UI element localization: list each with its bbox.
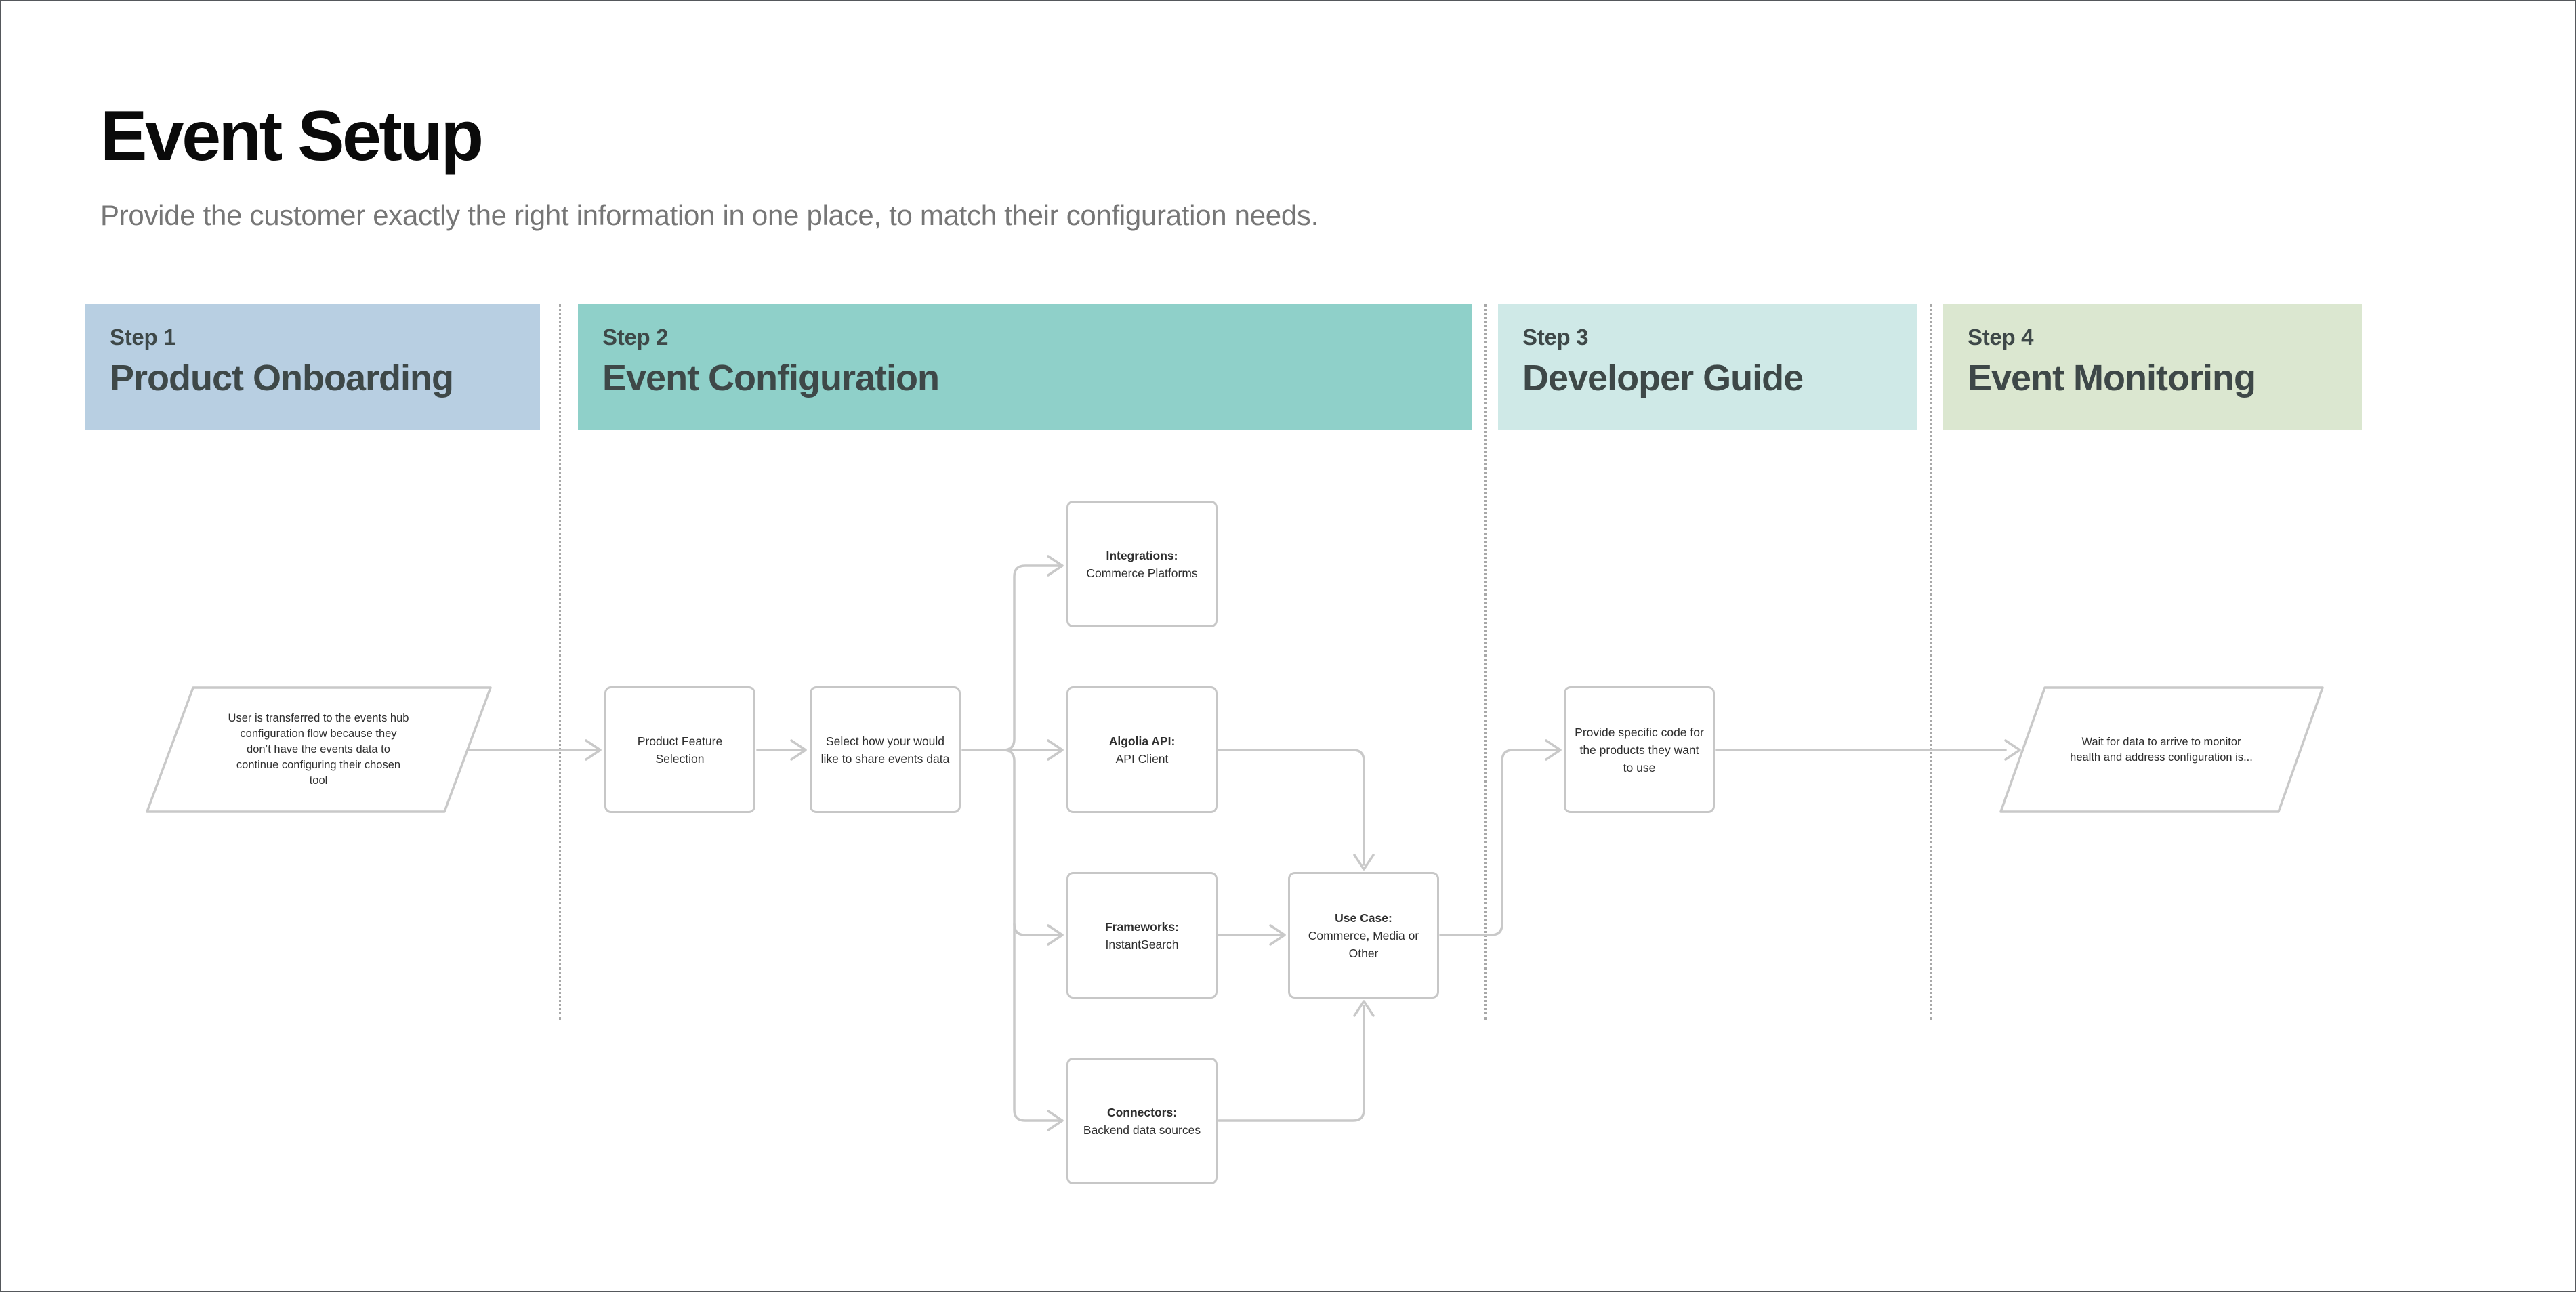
arrowhead-icon — [790, 739, 807, 761]
node-product-feature-selection[interactable]: Product Feature Selection — [604, 686, 755, 813]
start-parallelogram-shape[interactable] — [146, 686, 492, 813]
node-select-how-share-events[interactable]: Select how your would like to share even… — [810, 686, 961, 813]
node-text: Select how your would like to share even… — [820, 734, 950, 766]
connector-line — [1002, 749, 1061, 1122]
step2-title: Event Configuration — [602, 358, 940, 398]
arrowhead-icon — [1047, 739, 1064, 761]
arrowhead-icon — [1353, 854, 1375, 871]
divider-step3-step4 — [1930, 304, 1932, 1020]
connector-line — [1218, 749, 1365, 866]
node-sublabel: InstantSearch — [1105, 937, 1179, 951]
node-label: Algolia API: — [1108, 734, 1176, 748]
node-sublabel: Commerce, Media or Other — [1308, 928, 1419, 960]
connector-line — [1218, 1005, 1365, 1122]
node-label: Use Case: — [1335, 911, 1392, 925]
connector-line — [1002, 564, 1061, 751]
node-use-case[interactable]: Use Case: Commerce, Media or Other — [1288, 872, 1439, 999]
arrowhead-icon — [1047, 924, 1064, 946]
node-label: Frameworks: — [1105, 919, 1179, 934]
step2-header[interactable]: Step 2 Event Configuration — [578, 304, 1472, 430]
node-sublabel: API Client — [1115, 751, 1169, 766]
arrowhead-icon — [1047, 555, 1064, 577]
arrowhead-icon — [1269, 924, 1286, 946]
monitor-parallelogram-shape[interactable] — [1999, 686, 2324, 813]
node-provide-specific-code[interactable]: Provide specific code for the products t… — [1564, 686, 1715, 813]
node-connectors[interactable]: Connectors: Backend data sources — [1066, 1058, 1218, 1184]
node-label: Connectors: — [1106, 1105, 1178, 1119]
arrowhead-icon — [1047, 1110, 1064, 1131]
divider-step2-step3 — [1484, 304, 1487, 1020]
node-text: Provide specific code for the products t… — [1575, 725, 1704, 774]
step1-header[interactable]: Step 1 Product Onboarding — [85, 304, 540, 430]
monitor-node-text: Wait for data to arrive to monitor healt… — [2070, 735, 2253, 764]
node-frameworks[interactable]: Frameworks: InstantSearch — [1066, 872, 1218, 999]
step4-header[interactable]: Step 4 Event Monitoring — [1943, 304, 2362, 430]
step4-label: Step 4 — [1968, 325, 2034, 350]
step3-label: Step 3 — [1522, 325, 1589, 350]
step3-header[interactable]: Step 3 Developer Guide — [1498, 304, 1917, 430]
arrowhead-icon — [585, 739, 602, 761]
page-subtitle: Provide the customer exactly the right i… — [100, 199, 1318, 231]
start-node-text: User is transferred to the events hub co… — [228, 712, 409, 787]
step3-title: Developer Guide — [1522, 358, 1804, 398]
arrowhead-icon — [1353, 1000, 1375, 1017]
node-sublabel: Backend data sources — [1083, 1123, 1201, 1137]
step1-label: Step 1 — [110, 325, 176, 350]
step2-label: Step 2 — [602, 325, 669, 350]
node-label: Integrations: — [1106, 548, 1178, 562]
step1-title: Product Onboarding — [110, 358, 454, 398]
arrowhead-icon — [2004, 739, 2021, 761]
node-integrations[interactable]: Integrations: Commerce Platforms — [1066, 501, 1218, 627]
node-sublabel: Commerce Platforms — [1086, 566, 1198, 580]
arrowhead-icon — [1545, 739, 1562, 761]
node-text: Product Feature Selection — [637, 734, 723, 766]
connector-line — [1013, 923, 1061, 936]
node-algolia-api[interactable]: Algolia API: API Client — [1066, 686, 1218, 813]
page-title: Event Setup — [100, 97, 484, 175]
connector-line — [1439, 749, 1559, 936]
divider-step1-step2 — [559, 304, 561, 1020]
step4-title: Event Monitoring — [1968, 358, 2256, 398]
